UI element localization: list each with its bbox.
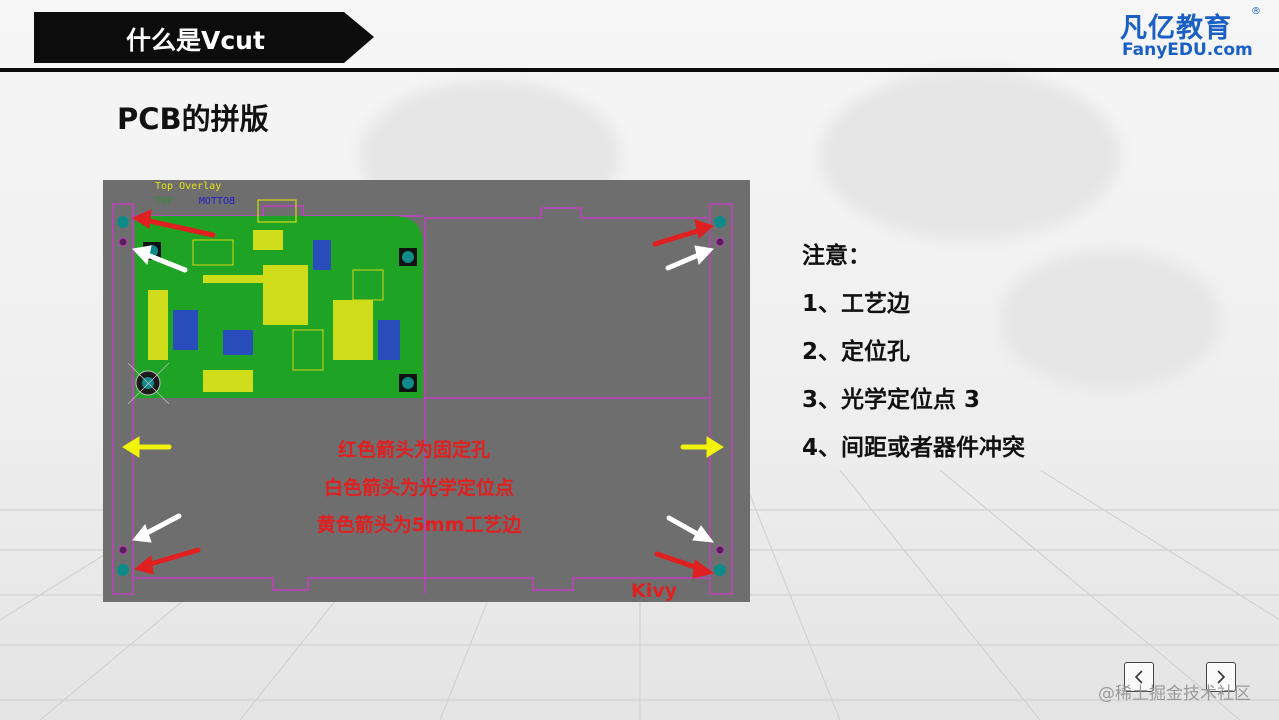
logo-chinese-text: 凡亿教育 (1120, 13, 1232, 44)
prev-slide-button[interactable] (1124, 662, 1154, 692)
title-tab: 什么是Vcut (34, 12, 374, 63)
notes-list: 注意： 1、工艺边 2、定位孔 3、光学定位点 3 4、间距或者器件冲突 (802, 236, 1025, 476)
author-mark: Kivy (631, 580, 678, 602)
mounting-hole-top-right (715, 237, 725, 247)
map-decoration (1000, 250, 1220, 390)
fiducial-bottom-left (117, 564, 129, 576)
yellow-arrow-left (122, 436, 172, 458)
red-arrow-bottom-right (654, 551, 715, 579)
fiducial-top-left (117, 216, 129, 228)
white-arrow-bottom-right (666, 515, 715, 543)
note-item: 4、间距或者器件冲突 (802, 435, 1026, 461)
chevron-left-icon (1134, 670, 1143, 684)
pcb-panel-image: Top Overlay TOP BOTTOM (103, 180, 750, 602)
caption-red-arrow: 红色箭头为固定孔 (338, 438, 490, 461)
brand-logo: 凡亿教育 ® FanyEDU.com (1120, 6, 1270, 64)
white-arrow-bottom-left (132, 513, 182, 543)
caption-yellow-arrow: 黄色箭头为5mm工艺边 (317, 513, 523, 536)
red-arrow-top-right (652, 219, 714, 247)
logo-english-text: FanyEDU.com (1122, 40, 1253, 60)
header-rule (0, 68, 1279, 72)
notes-heading: 注意： (802, 243, 871, 269)
layer-label-top: TOP (155, 196, 173, 207)
layer-label-bottom: BOTTOM (199, 196, 235, 207)
note-item: 3、光学定位点 3 (802, 387, 981, 413)
yellow-arrow-right (680, 436, 724, 458)
slide-title: 什么是Vcut (126, 26, 265, 55)
mounting-hole-top-left (118, 237, 128, 247)
white-arrow-top-left (131, 245, 188, 273)
mounting-hole-bottom-left (118, 545, 128, 555)
fiducial-bottom-right (714, 564, 726, 576)
note-item: 1、工艺边 (802, 291, 911, 317)
chevron-right-icon (1217, 670, 1226, 684)
pcb-panel-drawing: Top Overlay TOP BOTTOM (112, 181, 733, 602)
fiducial-top-right (714, 216, 726, 228)
caption-white-arrow: 白色箭头为光学定位点 (324, 476, 514, 499)
map-decoration (820, 70, 1120, 240)
watermark: @稀土掘金技术社区 (1098, 684, 1251, 704)
red-arrow-top-left (131, 209, 216, 238)
logo-registered-mark: ® (1251, 6, 1261, 17)
mounting-hole-bottom-right (715, 545, 725, 555)
note-item: 2、定位孔 (802, 339, 911, 365)
section-title: PCB的拼版 (117, 102, 269, 136)
white-arrow-top-right (665, 245, 715, 271)
layer-label-top-overlay: Top Overlay (155, 181, 221, 192)
red-arrow-bottom-left (133, 547, 201, 575)
next-slide-button[interactable] (1206, 662, 1236, 692)
